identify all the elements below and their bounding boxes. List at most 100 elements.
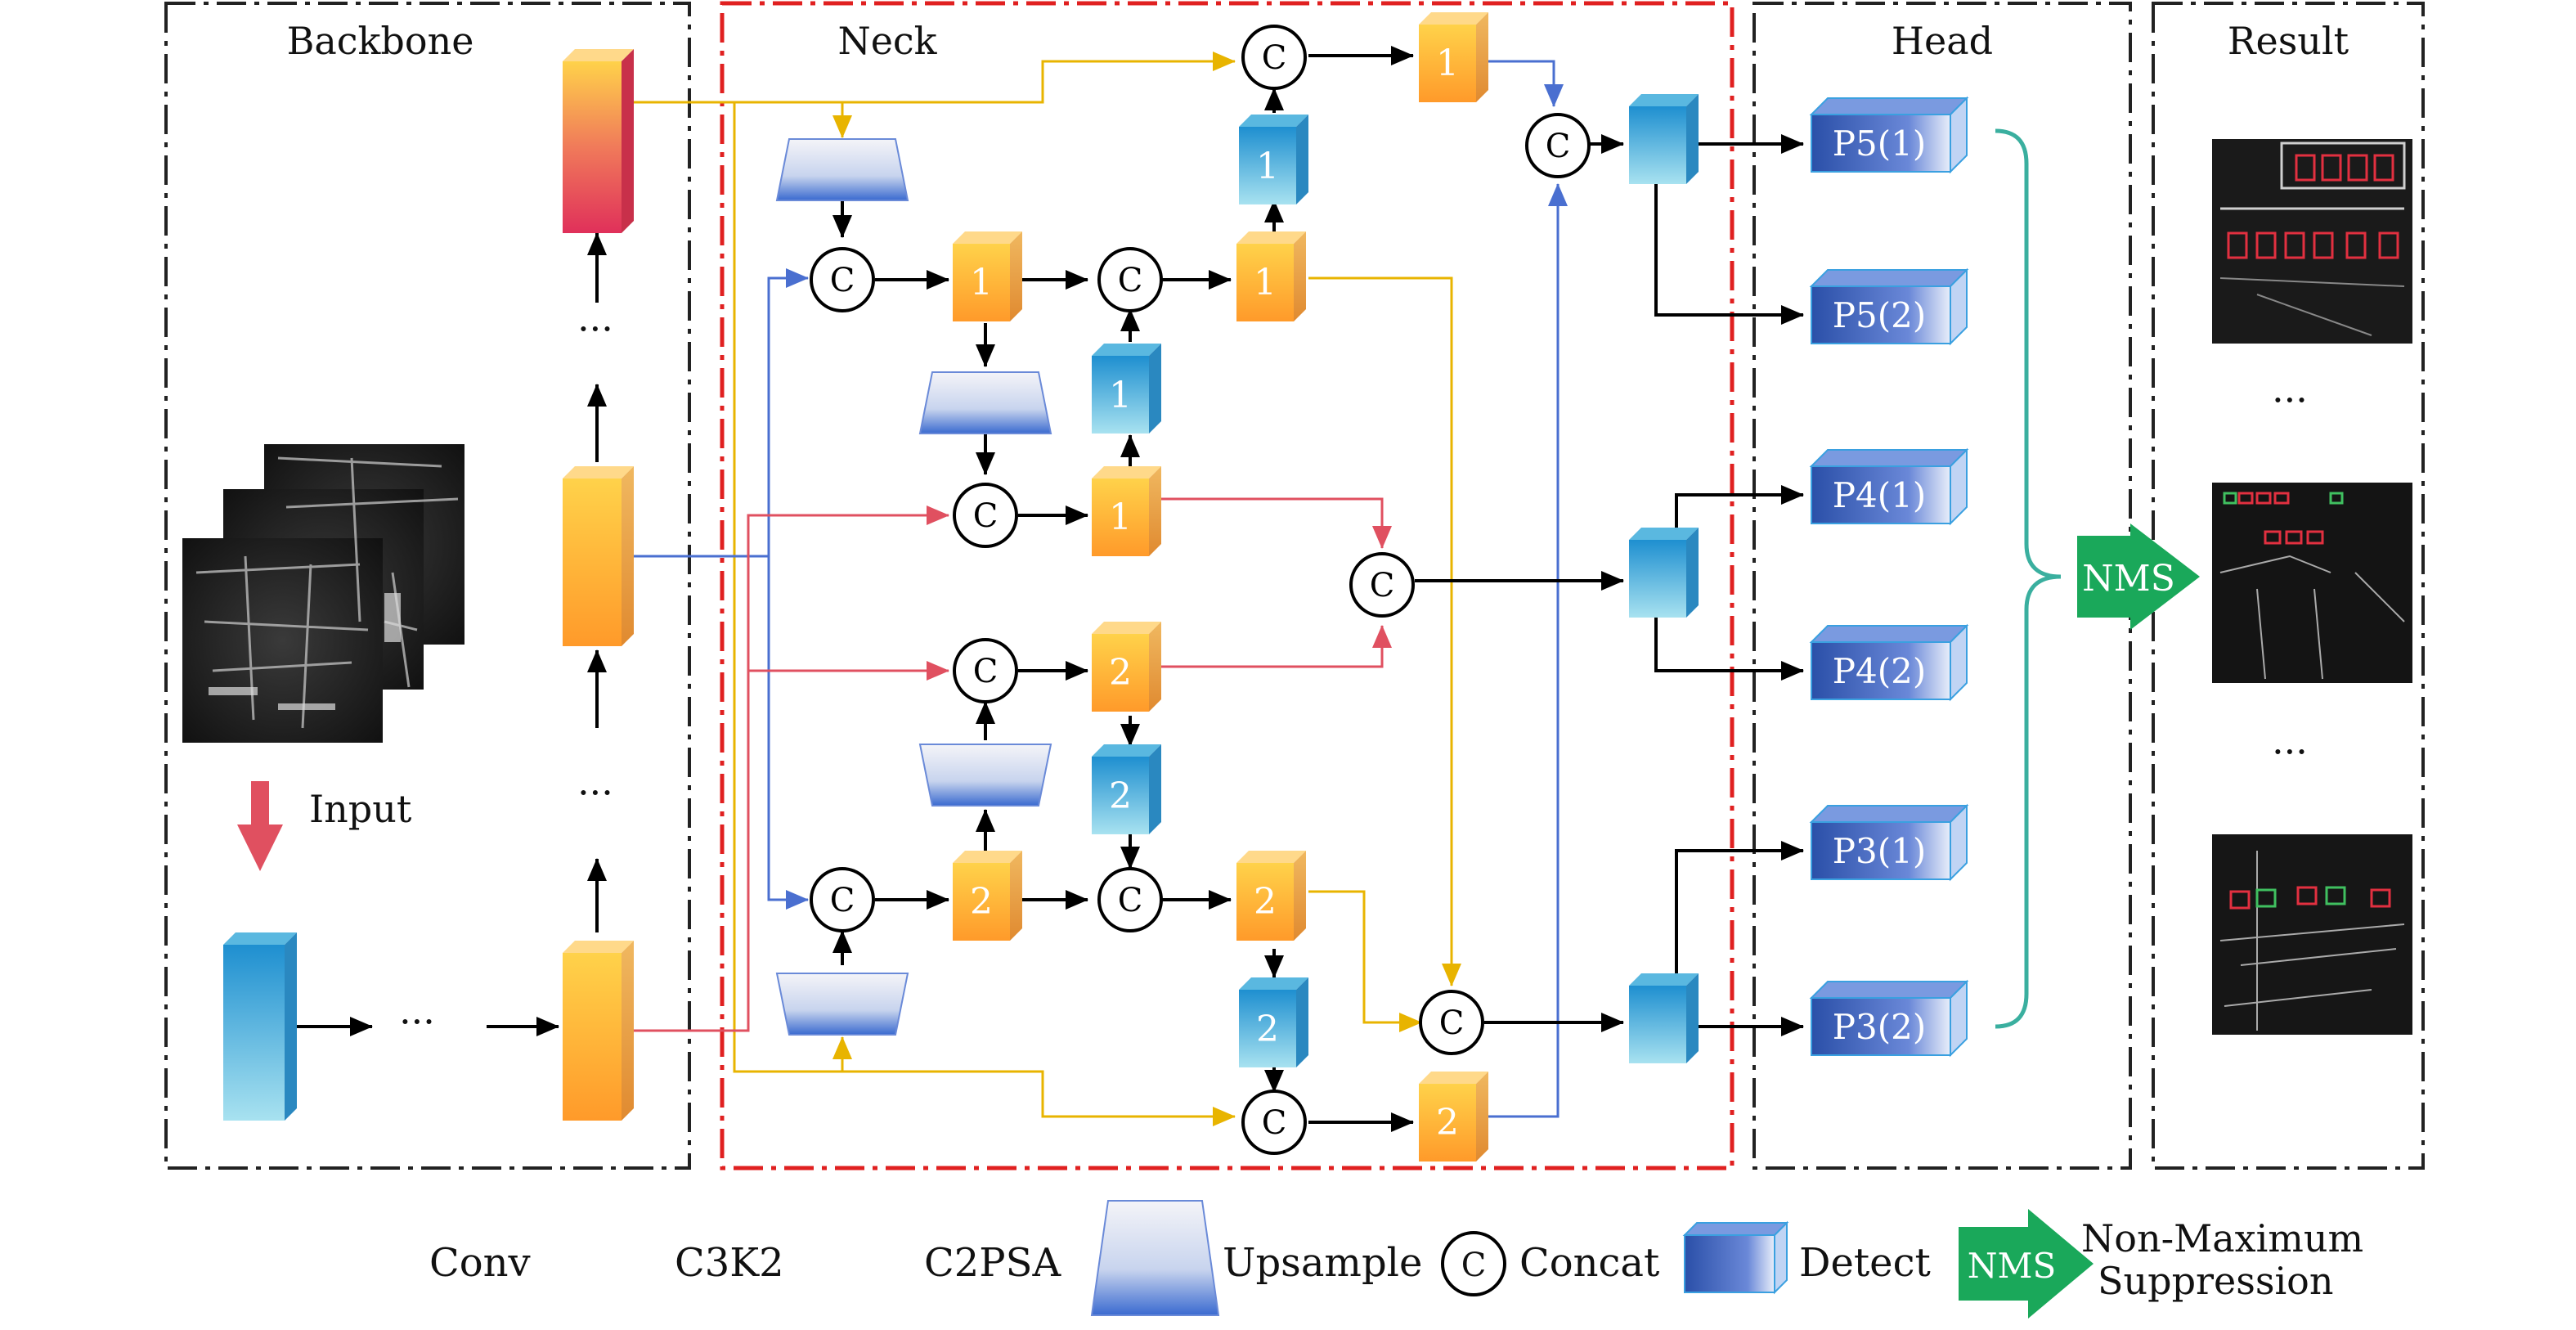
svg-text:1: 1 — [1109, 497, 1132, 538]
legend: Conv C3K2 C2PSA Upsample C Concat Detect… — [429, 1200, 2363, 1319]
conv-out-p3 — [1629, 973, 1699, 1063]
c3k2-upper-right: 1 — [1236, 231, 1306, 321]
concat-7: C — [953, 638, 1018, 703]
conv-bottom-column: 2 — [1239, 977, 1308, 1067]
svg-text:C: C — [1262, 1104, 1287, 1142]
black-connections — [832, 46, 1804, 1132]
panel-title-backbone: Backbone — [287, 19, 474, 63]
concat-11: C — [1241, 1090, 1307, 1155]
input-arrow: Input — [237, 781, 412, 871]
svg-text:P3(1): P3(1) — [1833, 831, 1926, 871]
upsample-3 — [918, 744, 1052, 807]
result-ellipsis-1: ··· — [2272, 378, 2308, 422]
c3k2-lower-left: 2 — [953, 851, 1022, 941]
svg-text:1: 1 — [1109, 375, 1132, 416]
yellow-connections — [634, 52, 1461, 1126]
conv-lower-mid: 2 — [1092, 744, 1161, 834]
svg-text:C: C — [1118, 262, 1143, 299]
concat-6: C — [1349, 552, 1415, 618]
legend-detect-icon — [1682, 1220, 1789, 1295]
concat-3: C — [1241, 25, 1307, 90]
svg-text:C: C — [1118, 882, 1143, 919]
backbone-ellipsis-1: ··· — [399, 1000, 435, 1044]
panel-title-result: Result — [2228, 19, 2349, 63]
panel-neck: Neck — [720, 1, 1735, 1170]
svg-text:2: 2 — [970, 881, 993, 923]
svg-text:C: C — [973, 497, 999, 535]
conv-out-p4 — [1629, 528, 1699, 618]
panel-title-neck: Neck — [837, 19, 937, 63]
c3k2-upper-left: 1 — [953, 231, 1022, 321]
svg-text:P4(1): P4(1) — [1833, 475, 1926, 515]
panel-head: Head — [1752, 2, 2132, 1170]
nms-arrow: NMS — [2077, 523, 2200, 630]
concat-1: C — [810, 247, 875, 312]
svg-text:P4(2): P4(2) — [1833, 651, 1926, 691]
neck-conv-blocks: 1 1 2 2 — [1092, 94, 1699, 1067]
backbone-c2psa-top — [563, 49, 634, 233]
result-ellipsis-2: ··· — [2272, 730, 2308, 774]
result-image-3 — [2212, 834, 2412, 1035]
panel-title-head: Head — [1892, 19, 1993, 63]
neck-c3k2-blocks: 1 1 1 1 2 2 — [953, 12, 1488, 1162]
concat-2: C — [1097, 247, 1163, 312]
svg-text:2: 2 — [1109, 652, 1132, 694]
upsample-1 — [775, 138, 909, 201]
legend-nms-icon: NMS — [1959, 1209, 2094, 1319]
legend-c3k2: C3K2 — [675, 1240, 784, 1286]
svg-text:NMS: NMS — [1968, 1246, 2057, 1286]
legend-nms-desc-1: Non-Maximum — [2081, 1216, 2363, 1260]
svg-text:1: 1 — [1256, 146, 1279, 187]
blue-connections — [634, 60, 1568, 1118]
svg-text:C: C — [1439, 1004, 1465, 1042]
detect-p4-2: P4(2) — [1809, 623, 1969, 702]
legend-upsample: Upsample — [1223, 1240, 1422, 1286]
concat-nodes: C C C C C C C C C C C — [810, 25, 1591, 1155]
input-label: Input — [309, 787, 412, 831]
red-connections — [634, 497, 1392, 1032]
legend-detect: Detect — [1799, 1240, 1931, 1286]
concat-5: C — [953, 483, 1018, 548]
concat-9: C — [1097, 867, 1163, 932]
svg-text:C: C — [973, 653, 999, 690]
svg-text:C: C — [1370, 567, 1395, 604]
concat-8: C — [810, 867, 875, 932]
legend-concat: Concat — [1519, 1240, 1659, 1286]
c3k2-mid: 1 — [1092, 466, 1161, 556]
svg-text:1: 1 — [970, 262, 993, 303]
c3k2-lower-mid: 2 — [1092, 622, 1161, 712]
conv-upper-mid: 1 — [1092, 344, 1161, 434]
svg-text:2: 2 — [1109, 775, 1132, 817]
svg-text:C: C — [1461, 1247, 1487, 1284]
legend-conv: Conv — [429, 1240, 531, 1286]
svg-text:2: 2 — [1436, 1102, 1459, 1144]
detect-heads: P5(1) P5(2) P4(1) P4(2) P3(1) — [1809, 96, 1969, 1058]
backbone-c3k2-bottom — [563, 941, 634, 1121]
svg-text:C: C — [1262, 39, 1287, 77]
svg-text:2: 2 — [1254, 881, 1277, 923]
upsample-4 — [775, 973, 909, 1036]
backbone-conv-block — [223, 932, 297, 1121]
legend-c2psa: C2PSA — [924, 1240, 1061, 1286]
panel-backbone: Backbone — [164, 2, 691, 1170]
conv-out-p5 — [1629, 94, 1699, 184]
svg-text:C: C — [830, 262, 855, 299]
svg-text:C: C — [1546, 128, 1571, 165]
legend-upsample-icon — [1090, 1200, 1220, 1316]
detect-p4-1: P4(1) — [1809, 447, 1969, 526]
svg-text:P5(1): P5(1) — [1833, 124, 1926, 164]
backbone-ellipsis-2: ··· — [577, 771, 613, 815]
input-image-stack — [182, 444, 464, 743]
svg-text:P5(2): P5(2) — [1833, 295, 1926, 335]
c3k2-top: 1 — [1419, 12, 1488, 102]
svg-text:P3(2): P3(2) — [1833, 1007, 1926, 1047]
nms-label: NMS — [2082, 558, 2175, 600]
conv-top-column: 1 — [1239, 115, 1308, 204]
detect-p5-2: P5(2) — [1809, 267, 1969, 346]
backbone-ellipsis-3: ··· — [577, 307, 613, 351]
result-image-2 — [2212, 483, 2412, 683]
svg-text:2: 2 — [1256, 1009, 1279, 1050]
detect-p3-2: P3(2) — [1809, 979, 1969, 1058]
svg-text:1: 1 — [1436, 43, 1459, 84]
